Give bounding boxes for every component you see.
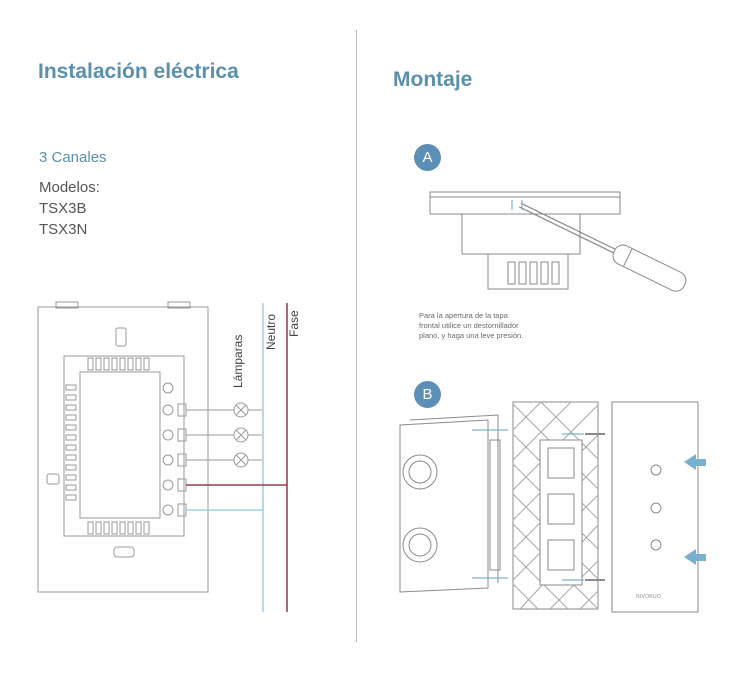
models-list: Modelos: TSX3B TSX3N [39,177,100,240]
step-a-illustration [429,191,687,292]
pry-arrows [511,200,523,210]
neutral-wire-label: Neutro [264,313,278,350]
step-b-illustration [399,401,706,613]
channels-label: 3 Canales [39,149,107,166]
step-a-note: Para la apertura de la tapa frontal util… [419,311,569,341]
housing-slots [507,261,560,285]
faceplate-brand: NIVOKUO [636,594,662,600]
lamp-icons [233,402,249,468]
step-a-badge: A [414,144,441,171]
section-divider [356,30,357,642]
models-label: Modelos: [39,179,100,196]
note-line: Para la apertura de la tapa [419,311,508,320]
lamps-wire-label: Lámparas [231,334,245,388]
supply-wires [186,303,288,612]
step-b-badge: B [414,381,441,408]
insert-arrow-icons [684,454,706,565]
section-title-mounting: Montaje [393,68,473,91]
note-line: frontal utilice un destornillador [419,321,519,330]
phase-wire-label: Fase [287,310,301,337]
note-line: plano, y haga una leve presión. [419,331,524,340]
module-fins-bottom [87,521,150,535]
terminals [162,382,187,517]
switch-wiring-diagram [37,301,262,593]
model-item: TSX3N [39,221,88,238]
assembly-arrows [472,429,584,581]
screwdriver-icon [518,202,687,292]
section-title-installation: Instalación eléctrica [38,60,239,83]
model-item: TSX3B [39,200,87,217]
module-fins-left [65,384,77,501]
module-fins-top [87,357,150,371]
